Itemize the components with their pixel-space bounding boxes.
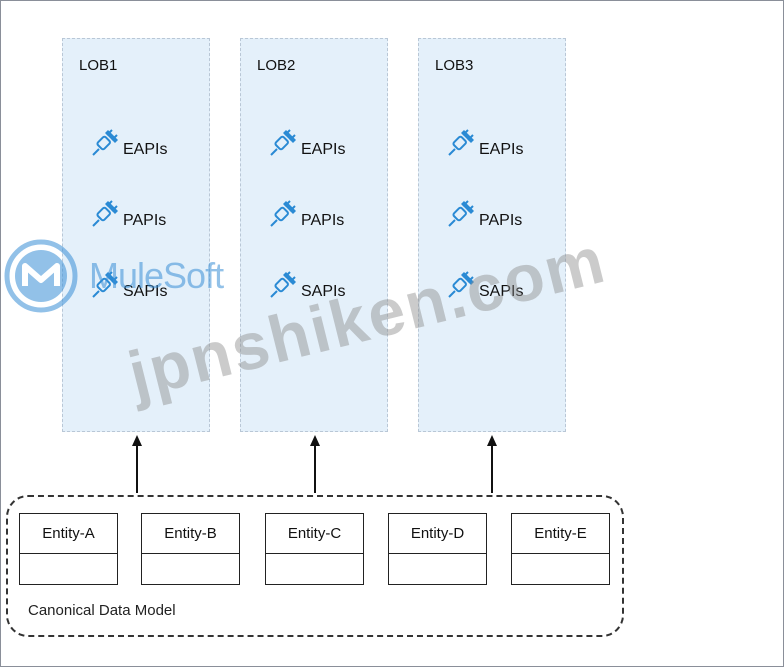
lob-title: LOB2 [257, 57, 296, 74]
arrow-line-1 [136, 445, 138, 493]
api-label: PAPIs [479, 212, 523, 229]
lob-title: LOB3 [435, 57, 474, 74]
arrow-head-1 [132, 435, 142, 446]
connector-plug-icon [443, 196, 479, 232]
connector-plug-icon [87, 125, 123, 161]
api-label: PAPIs [123, 212, 167, 229]
arrow-head-3 [487, 435, 497, 446]
entity-name: Entity-D [389, 514, 486, 554]
canonical-data-model-container [6, 495, 624, 637]
api-papis: PAPIs [443, 196, 522, 232]
api-eapis: EAPIs [87, 125, 167, 161]
api-label: SAPIs [123, 283, 168, 300]
api-label: SAPIs [479, 283, 524, 300]
api-papis: PAPIs [265, 196, 344, 232]
api-sapis: SAPIs [443, 267, 523, 303]
arrow-line-2 [314, 445, 316, 493]
api-label: EAPIs [301, 141, 346, 158]
connector-plug-icon [87, 267, 123, 303]
api-eapis: EAPIs [443, 125, 523, 161]
canonical-data-model-label: Canonical Data Model [28, 602, 176, 619]
lob-column-2: LOB2 EAPIs PAPIs SAPIs [240, 38, 388, 432]
entity-name: Entity-C [266, 514, 363, 554]
entity-box-d: Entity-D [388, 513, 487, 585]
mulesoft-brand-text: MuleSoft [89, 255, 224, 296]
api-sapis: SAPIs [87, 267, 167, 303]
entity-name: Entity-B [142, 514, 239, 554]
connector-plug-icon [87, 196, 123, 232]
arrow-line-3 [491, 445, 493, 493]
api-label: EAPIs [479, 141, 524, 158]
mulesoft-logo-icon [3, 238, 79, 314]
api-label: EAPIs [123, 141, 168, 158]
mulesoft-watermark: MuleSoft [3, 238, 224, 314]
api-papis: PAPIs [87, 196, 166, 232]
entity-name: Entity-E [512, 514, 609, 554]
api-label: SAPIs [301, 283, 346, 300]
api-eapis: EAPIs [265, 125, 345, 161]
lob-title: LOB1 [79, 57, 118, 74]
connector-plug-icon [265, 196, 301, 232]
connector-plug-icon [265, 125, 301, 161]
lob-column-1: LOB1 EAPIs PAPIs SAPIs [62, 38, 210, 432]
connector-plug-icon [265, 267, 301, 303]
api-label: PAPIs [301, 212, 345, 229]
entity-box-b: Entity-B [141, 513, 240, 585]
entity-box-c: Entity-C [265, 513, 364, 585]
lob-column-3: LOB3 EAPIs PAPIs SAPIs [418, 38, 566, 432]
api-sapis: SAPIs [265, 267, 345, 303]
entity-box-a: Entity-A [19, 513, 118, 585]
connector-plug-icon [443, 267, 479, 303]
connector-plug-icon [443, 125, 479, 161]
entity-name: Entity-A [20, 514, 117, 554]
entity-box-e: Entity-E [511, 513, 610, 585]
arrow-head-2 [310, 435, 320, 446]
